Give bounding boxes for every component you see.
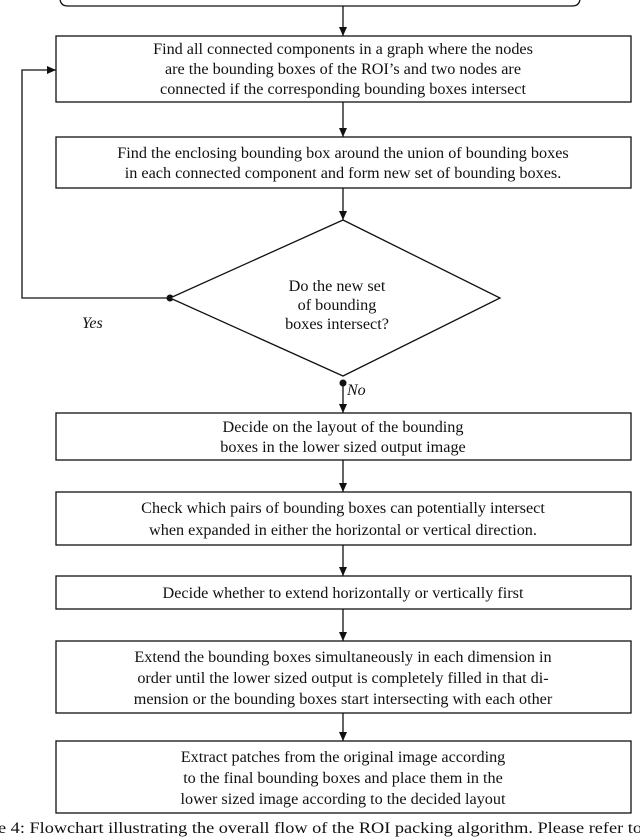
node-extend-boxes-line-3: mension or the bounding boxes start inte…: [134, 690, 553, 708]
node-decide-layout: Decide on the layout of the bounding box…: [55, 412, 632, 461]
node-check-pairs-line-1: Check which pairs of bounding boxes can …: [141, 499, 545, 517]
node-extract-patches-line-3: lower sized image according to the decid…: [181, 790, 506, 808]
node-enclosing-box-line-2: in each connected component and form new…: [125, 164, 562, 182]
edge-decision-yes-loop: [21, 66, 170, 299]
top-box-partial: [59, 0, 581, 7]
node-decide-layout-line-2: boxes in the lower sized output image: [220, 438, 465, 456]
node-check-pairs-line-2: when expanded in either the horizontal o…: [149, 521, 537, 539]
node-extend-boxes-line-2: order until the lower sized output is co…: [137, 669, 548, 687]
decision-line-1: Do the new set: [289, 277, 386, 295]
node-extend-boxes-line-1: Extend the bounding boxes simultaneously…: [134, 648, 551, 666]
figure-caption: e 4: Flowchart illustrating the overall …: [0, 820, 640, 837]
node-enclosing-box: Find the enclosing bounding box around t…: [55, 136, 632, 189]
no-junction-dot: [339, 379, 347, 387]
node-intersect-decision: Do the new set of bounding boxes interse…: [168, 219, 502, 377]
decision-line-2: of bounding: [298, 296, 377, 314]
node-extract-patches-line-2: to the final bounding boxes and place th…: [183, 769, 503, 787]
node-find-components-line-1: Find all connected components in a graph…: [153, 40, 533, 58]
edge-label-yes: Yes: [82, 315, 103, 332]
node-decide-layout-line-1: Decide on the layout of the bounding: [223, 418, 464, 436]
edge-label-no: No: [346, 382, 366, 399]
node-find-components-line-2: are the bounding boxes of the ROI’s and …: [165, 60, 521, 78]
node-extract-patches-line-1: Extract patches from the original image …: [181, 748, 506, 766]
node-decide-direction: Decide whether to extend horizontally or…: [55, 575, 632, 610]
node-find-components: Find all connected components in a graph…: [55, 35, 632, 103]
node-extend-boxes: Extend the bounding boxes simultaneously…: [55, 640, 632, 714]
node-check-pairs: Check which pairs of bounding boxes can …: [55, 491, 632, 546]
node-extract-patches: Extract patches from the original image …: [55, 740, 632, 814]
decision-line-3: boxes intersect?: [285, 315, 389, 333]
node-decide-direction-line-1: Decide whether to extend horizontally or…: [163, 584, 524, 602]
node-find-components-line-3: connected if the corresponding bounding …: [160, 80, 526, 98]
node-enclosing-box-line-1: Find the enclosing bounding box around t…: [117, 144, 568, 162]
